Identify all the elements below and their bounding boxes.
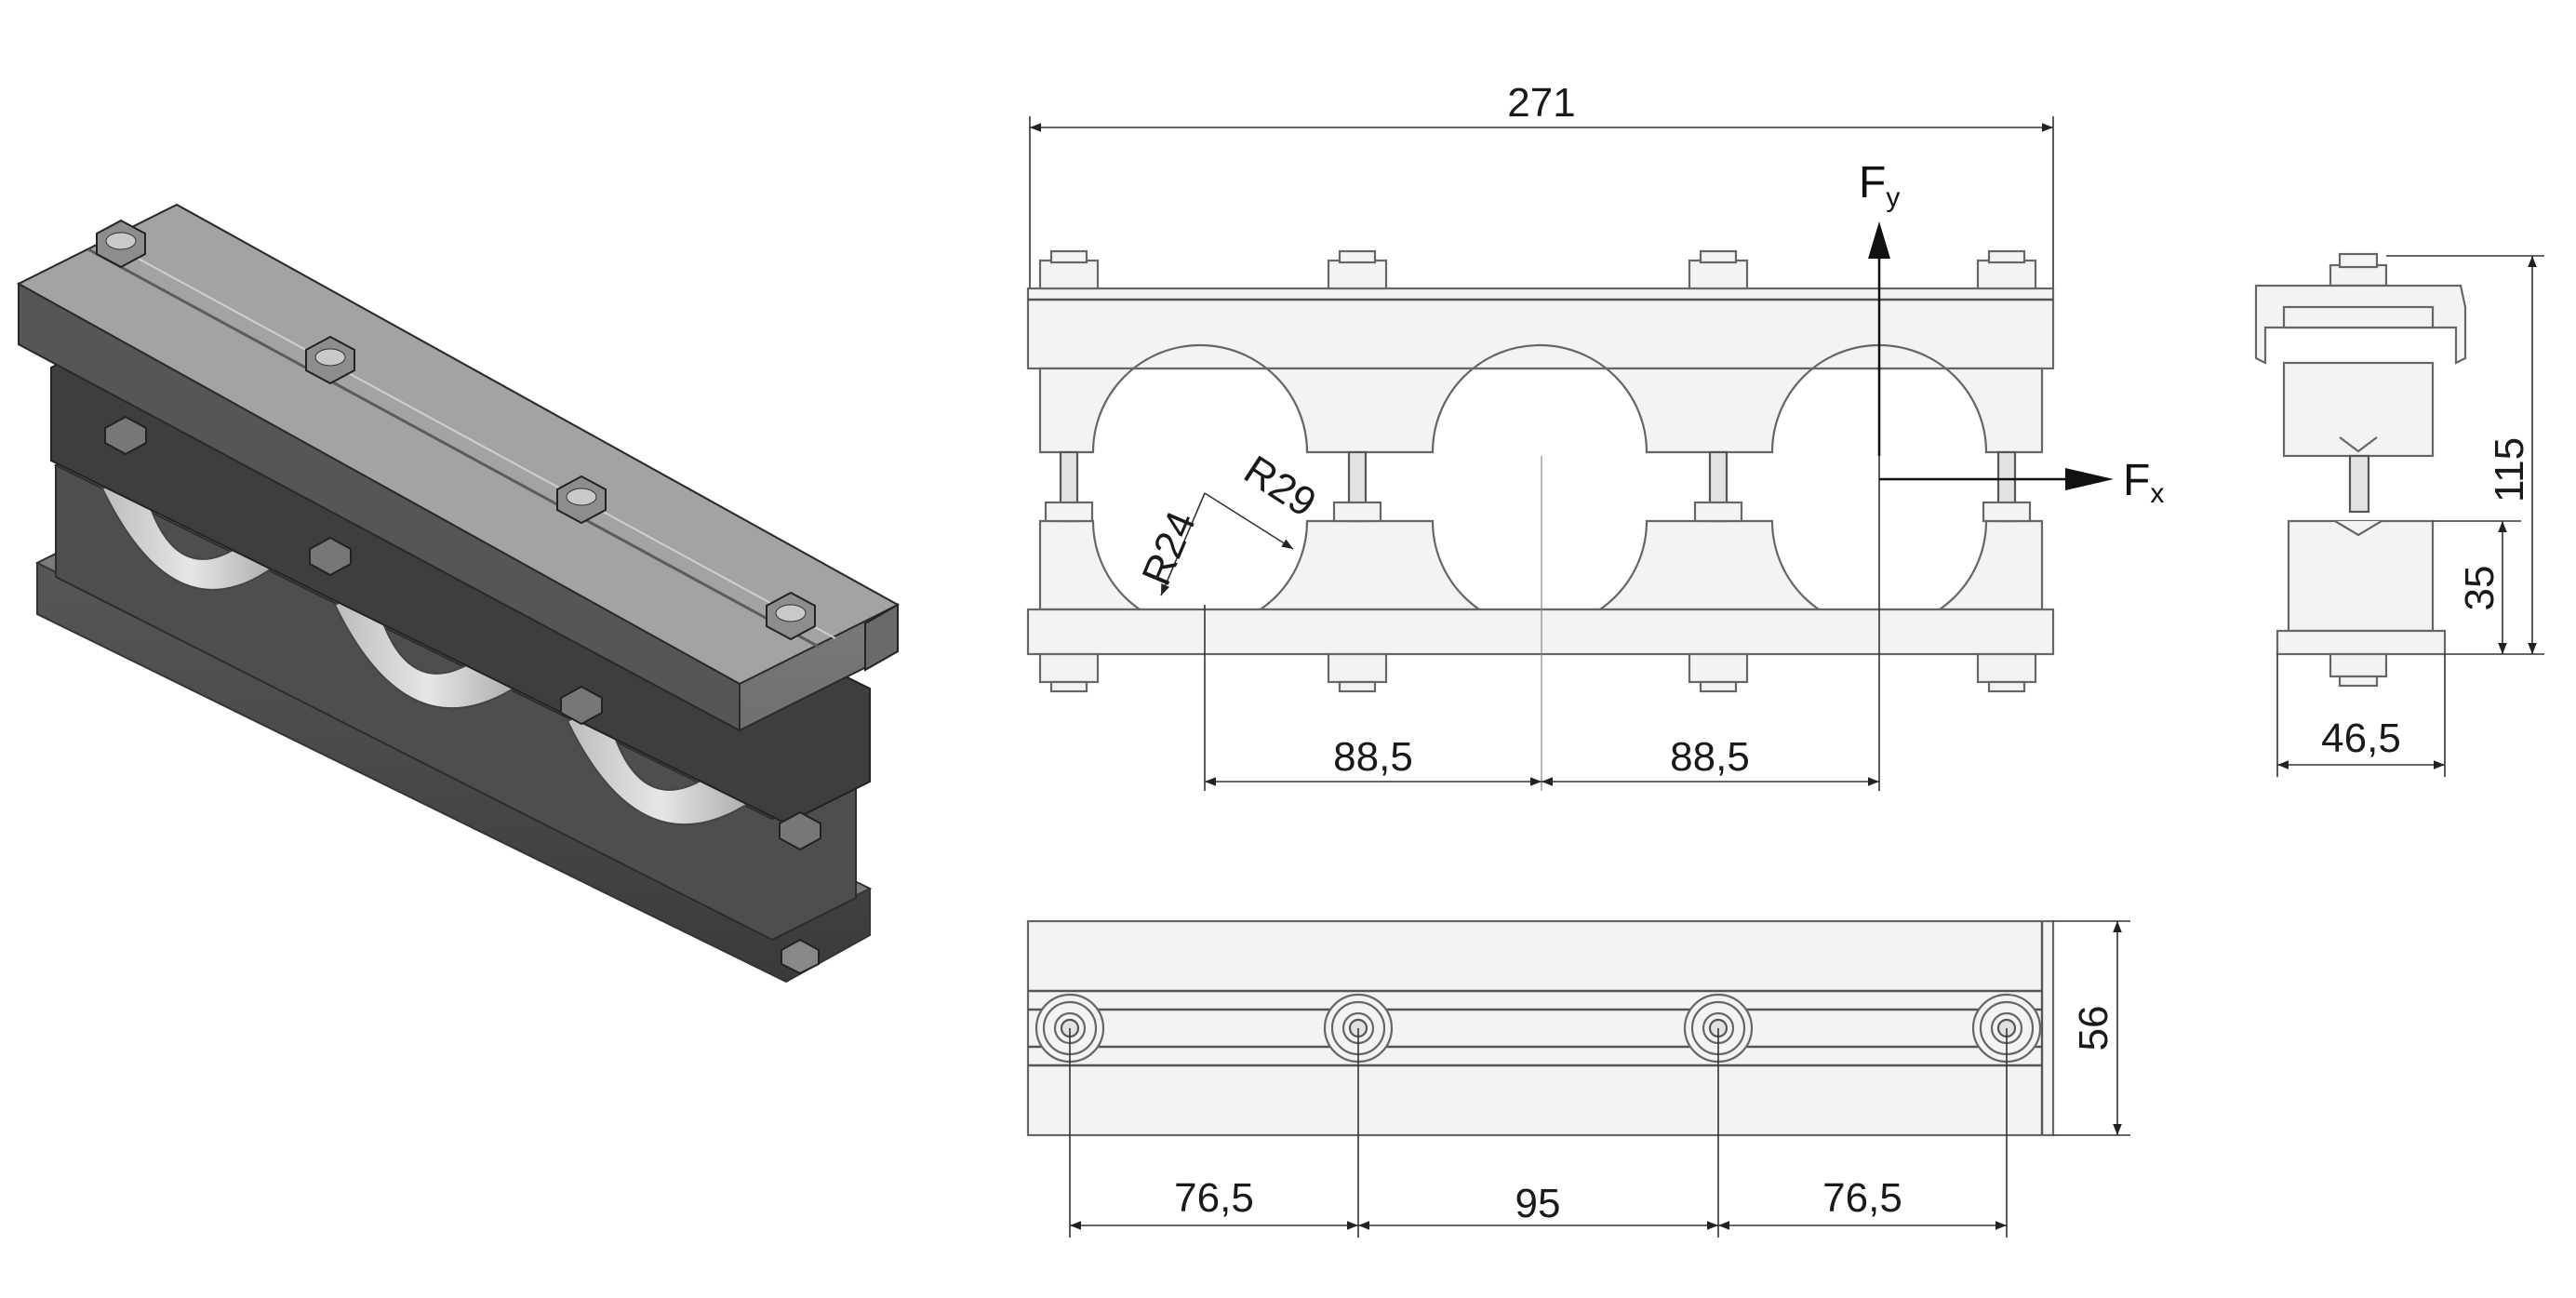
dim-depth: 56 xyxy=(2071,1006,2116,1051)
top-view-nuts xyxy=(1034,993,2042,1064)
side-view: 115 35 46,5 xyxy=(2254,252,2544,777)
force-fx-subscript: x xyxy=(2150,478,2164,509)
upper-clamp-block xyxy=(16,203,901,825)
dim-pitch-left: 88,5 xyxy=(1333,734,1413,780)
dim-pitch-right: 88,5 xyxy=(1670,734,1750,780)
dim-radius-outer: R29 xyxy=(1236,447,1324,526)
top-view: 56 76,5 95 76,5 xyxy=(1026,919,2130,1238)
dim-height: 115 xyxy=(2487,437,2532,502)
dim-width: 46,5 xyxy=(2321,716,2401,761)
front-mid-nuts xyxy=(1044,501,2032,523)
dim-spacing-left: 76,5 xyxy=(1174,1175,1254,1221)
dim-overall-length: 271 xyxy=(1507,80,1575,126)
dim-base-height: 35 xyxy=(2457,566,2503,611)
dim-spacing-right: 76,5 xyxy=(1822,1175,1902,1221)
force-fy: Fy xyxy=(1859,158,1900,456)
front-bottom-nuts xyxy=(1038,652,2037,693)
force-fx: Fx xyxy=(1879,456,2164,509)
gap-bolts xyxy=(104,415,821,975)
force-fx-letter: F xyxy=(2123,456,2150,505)
force-fy-letter: F xyxy=(1859,158,1886,207)
force-fy-subscript: y xyxy=(1886,182,1900,213)
top-nuts xyxy=(96,219,816,641)
svg-text:Fy: Fy xyxy=(1859,158,1900,213)
isometric-view xyxy=(16,203,901,984)
svg-text:Fx: Fx xyxy=(2123,456,2164,509)
front-top-nuts xyxy=(1038,249,2037,290)
front-view: 271 xyxy=(1026,80,2164,791)
dim-spacing-middle: 95 xyxy=(1515,1181,1561,1226)
